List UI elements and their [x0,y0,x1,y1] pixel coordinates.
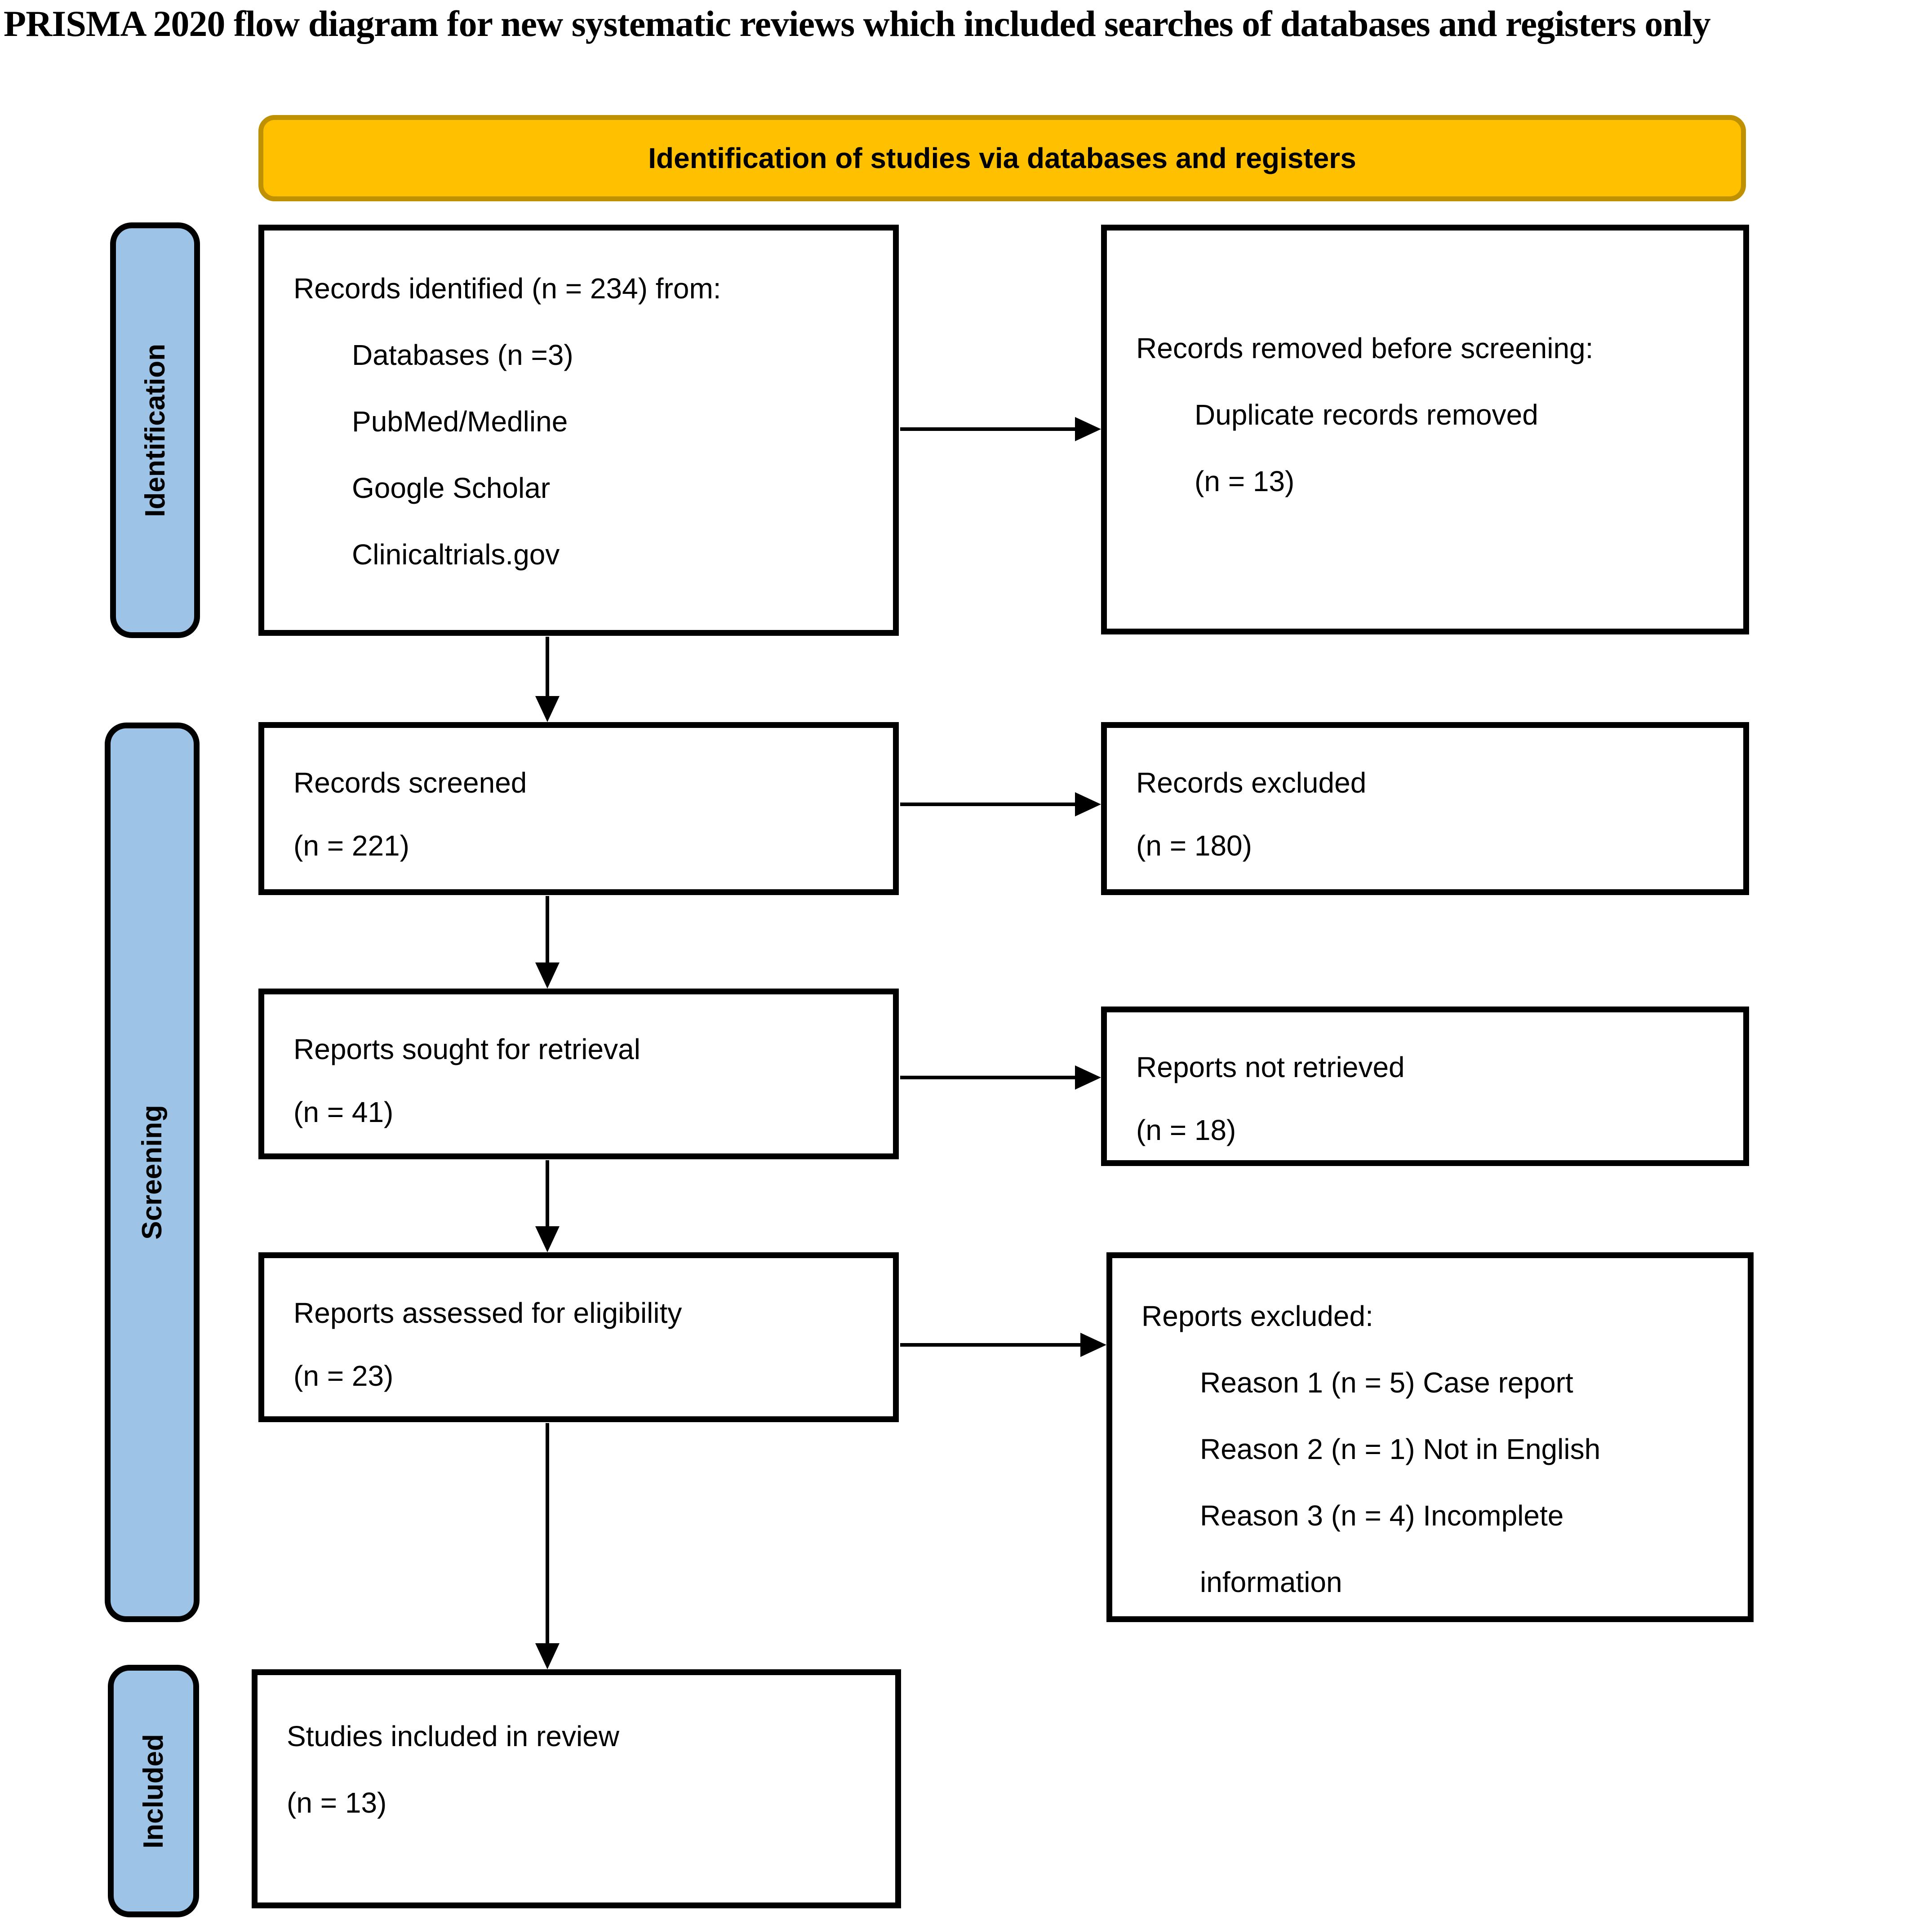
stage-label-included: Included [108,1665,199,1917]
stage-label-screening: Screening [105,723,200,1622]
box-records-identified-content: Records identified (n = 234) from: Datab… [264,231,893,588]
arrow-identified-to-screened-head [535,696,560,722]
box-records-screened-content: Records screened (n = 221) [264,728,893,877]
studies-included-line: Studies included in review [287,1720,619,1752]
reports-not-retrieved-count: (n = 18) [1136,1114,1236,1146]
box-reports-sought-content: Reports sought for retrieval (n = 41) [264,994,893,1144]
reports-excluded-reason-cont: information [1200,1566,1342,1598]
stage-label-screening-text: Screening [137,1105,168,1240]
records-screened-count: (n = 221) [293,829,409,862]
box-reports-assessed: Reports assessed for eligibility (n = 23… [258,1252,899,1422]
box-reports-excluded: Reports excluded: Reason 1 (n = 5) Case … [1106,1252,1754,1622]
arrow-screened-to-excluded-head [1075,792,1101,816]
box-records-screened: Records screened (n = 221) [258,722,899,895]
records-identified-source: Clinicaltrials.gov [352,538,560,571]
box-records-removed: Records removed before screening: Duplic… [1101,225,1749,634]
box-reports-excluded-content: Reports excluded: Reason 1 (n = 5) Case … [1112,1258,1748,1615]
box-studies-included-content: Studies included in review (n = 13) [258,1675,895,1836]
reports-excluded-reason: Reason 3 (n = 4) Incomplete [1200,1499,1564,1532]
records-identified-source: Databases (n =3) [352,339,573,371]
box-records-removed-content: Records removed before screening: Duplic… [1107,231,1743,514]
reports-excluded-reason: Reason 1 (n = 5) Case report [1200,1366,1573,1399]
records-screened-line: Records screened [293,767,527,799]
records-identified-source: Google Scholar [352,472,551,504]
records-excluded-count: (n = 180) [1136,829,1252,862]
banner-label: Identification of studies via databases … [648,142,1356,174]
box-records-identified: Records identified (n = 234) from: Datab… [258,225,899,636]
records-removed-detail: Duplicate records removed [1195,399,1538,431]
records-removed-count: (n = 13) [1195,465,1295,497]
reports-excluded-line: Reports excluded: [1141,1300,1373,1332]
reports-sought-line: Reports sought for retrieval [293,1033,640,1065]
stage-label-identification-text: Identification [139,343,171,517]
arrow-assessed-to-excluded-head [1080,1333,1106,1357]
arrow-sought-to-assessed-head [535,1226,560,1252]
box-reports-assessed-content: Reports assessed for eligibility (n = 23… [264,1258,893,1407]
records-identified-line: Records identified (n = 234) from: [293,272,721,305]
reports-not-retrieved-line: Reports not retrieved [1136,1051,1405,1083]
box-reports-sought: Reports sought for retrieval (n = 41) [258,989,899,1159]
arrow-screened-to-sought-head [535,962,560,989]
box-records-excluded-content: Records excluded (n = 180) [1107,728,1743,877]
reports-sought-count: (n = 41) [293,1096,394,1128]
records-excluded-line: Records excluded [1136,767,1367,799]
reports-assessed-line: Reports assessed for eligibility [293,1297,682,1329]
arrow-sought-to-notretrieved-head [1075,1065,1101,1090]
arrow-identified-to-removed-head [1075,417,1101,441]
box-records-excluded: Records excluded (n = 180) [1101,722,1749,895]
records-identified-source: PubMed/Medline [352,405,568,438]
box-studies-included: Studies included in review (n = 13) [252,1669,901,1908]
arrow-assessed-to-included-head [535,1643,560,1669]
reports-excluded-reason: Reason 2 (n = 1) Not in English [1200,1433,1601,1465]
box-reports-not-retrieved: Reports not retrieved (n = 18) [1101,1007,1749,1166]
banner-identification-of-studies: Identification of studies via databases … [258,115,1746,201]
studies-included-count: (n = 13) [287,1787,387,1819]
page-title: PRISMA 2020 flow diagram for new systema… [4,3,1711,44]
reports-assessed-count: (n = 23) [293,1360,394,1392]
stage-label-included-text: Included [138,1734,169,1849]
stage-label-identification: Identification [110,222,200,638]
records-removed-line: Records removed before screening: [1136,332,1594,364]
box-reports-not-retrieved-content: Reports not retrieved (n = 18) [1107,1012,1743,1162]
